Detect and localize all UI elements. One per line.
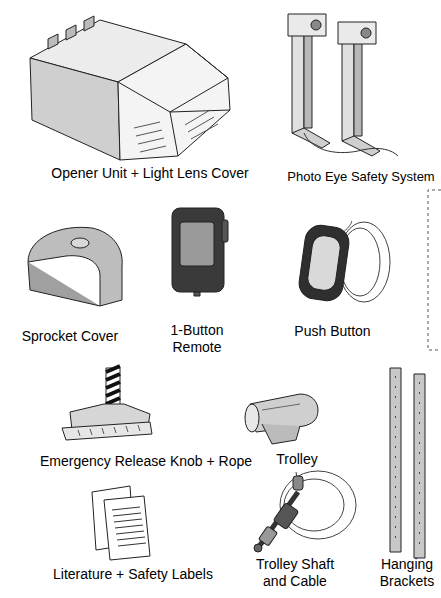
photo-eye-part — [342, 36, 354, 141]
opener-unit-part — [84, 16, 94, 31]
trolley-shaft-part — [258, 526, 277, 546]
sprocket-cover-part — [28, 227, 122, 306]
push-button — [297, 221, 390, 302]
opener-unit-part — [170, 112, 178, 156]
emergency-release-part — [62, 422, 152, 440]
trolley-shaft-part — [293, 476, 303, 490]
literature-part — [104, 496, 150, 560]
opener-unit-part — [118, 44, 228, 112]
hanging-bracket — [390, 368, 425, 558]
sprocket-cover-part — [28, 262, 100, 306]
trolley-shaft-part — [254, 544, 262, 552]
photo-eye-part — [292, 128, 330, 148]
opener-unit-part — [118, 44, 230, 160]
part-label: Literature + Safety Labels — [38, 566, 228, 583]
emergency-release — [62, 366, 152, 440]
opener-unit — [30, 16, 230, 160]
opener-unit-part — [170, 110, 230, 112]
trolley — [245, 394, 318, 444]
opener-unit-part — [66, 25, 76, 40]
trolley-shaft-part — [258, 492, 298, 548]
push-button-part — [306, 234, 341, 291]
part-label: Hanging Brackets — [376, 556, 438, 590]
trolley-part — [262, 404, 300, 410]
opener-unit-part — [48, 34, 58, 49]
part-label: Sprocket Cover — [10, 328, 130, 345]
trolley-shaft — [254, 471, 356, 552]
opener-unit-part — [185, 110, 218, 139]
photo-eye-part — [342, 136, 380, 156]
literature-part — [112, 507, 146, 546]
photo-eye-part — [288, 14, 326, 36]
part-label: Photo Eye Safety System — [283, 168, 439, 185]
photo-eye-part — [361, 28, 371, 38]
remote-part — [172, 208, 224, 292]
hanging-bracket-part — [414, 374, 425, 558]
photo-eye — [338, 22, 380, 156]
remote-part — [180, 222, 214, 266]
dashed-outline — [428, 190, 441, 350]
photo-eye-part — [311, 20, 321, 30]
photo-eye — [288, 14, 330, 148]
push-button-part — [297, 223, 351, 302]
part-label: Emergency Release Knob + Rope — [15, 453, 277, 470]
photo-eye-part — [304, 33, 312, 128]
part-label: Trolley Shaft and Cable — [245, 556, 345, 590]
literature — [92, 486, 150, 560]
sprocket-cover — [28, 227, 122, 306]
part-label: Trolley — [252, 451, 342, 468]
trolley-shaft-part — [273, 502, 299, 529]
trolley-part — [262, 424, 300, 444]
emergency-release-part — [106, 366, 120, 404]
opener-unit-part — [134, 122, 166, 152]
photo-eye-part — [354, 41, 362, 136]
photo-eye-part — [338, 22, 376, 44]
part-label: 1-Button Remote — [160, 322, 234, 356]
photo-eye-wire — [304, 133, 398, 156]
remote-part — [222, 220, 228, 242]
remote-part — [194, 292, 200, 296]
hanging-bracket-part — [390, 368, 401, 552]
part-label: Push Button — [270, 323, 395, 340]
remote — [172, 208, 228, 296]
sprocket-cover-part — [71, 238, 89, 248]
part-label: Opener Unit + Light Lens Cover — [40, 165, 260, 182]
hanging-bracket-part — [396, 376, 420, 552]
opener-unit-part — [30, 58, 120, 160]
emergency-release-part — [78, 425, 140, 436]
trolley-part — [245, 404, 259, 432]
photo-eye-part — [292, 28, 304, 133]
